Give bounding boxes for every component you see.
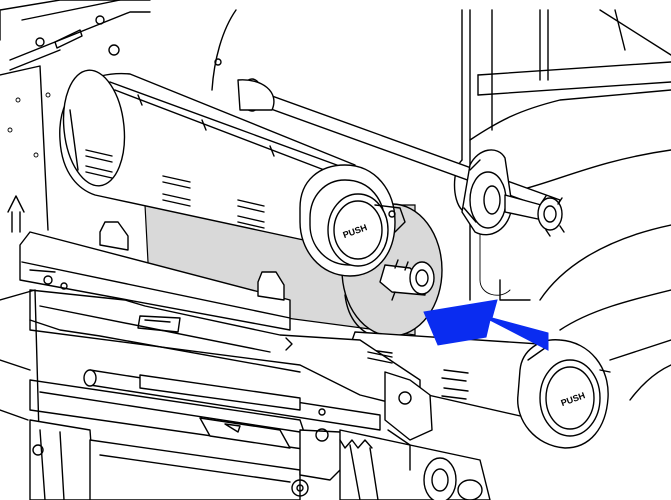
ribbon-spindle-peg (379, 259, 435, 301)
insertion-direction-arrow (423, 299, 549, 351)
upper-ribbon-core: PUSH (59, 69, 406, 277)
spindle-hub-knob (461, 149, 565, 237)
print-mechanism (0, 221, 491, 500)
